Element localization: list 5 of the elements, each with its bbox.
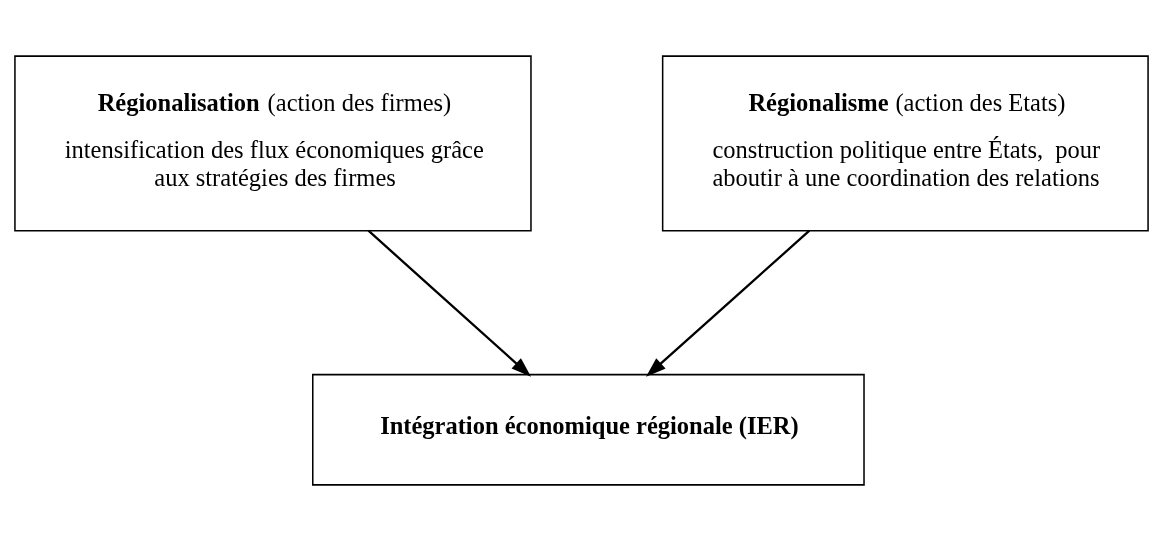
node-box: Intégration économique régionale (IER) [312, 373, 865, 486]
node-box: Régionalisme (action des Etats) construction politique entre États, pour aboutir à une coordination des relations [661, 55, 1149, 232]
arrow [367, 229, 532, 377]
node-box: Régionalisation (action des firmes) intensification des flux économiques grâce aux stratégies des firmes [14, 55, 532, 232]
arrow [646, 229, 811, 377]
